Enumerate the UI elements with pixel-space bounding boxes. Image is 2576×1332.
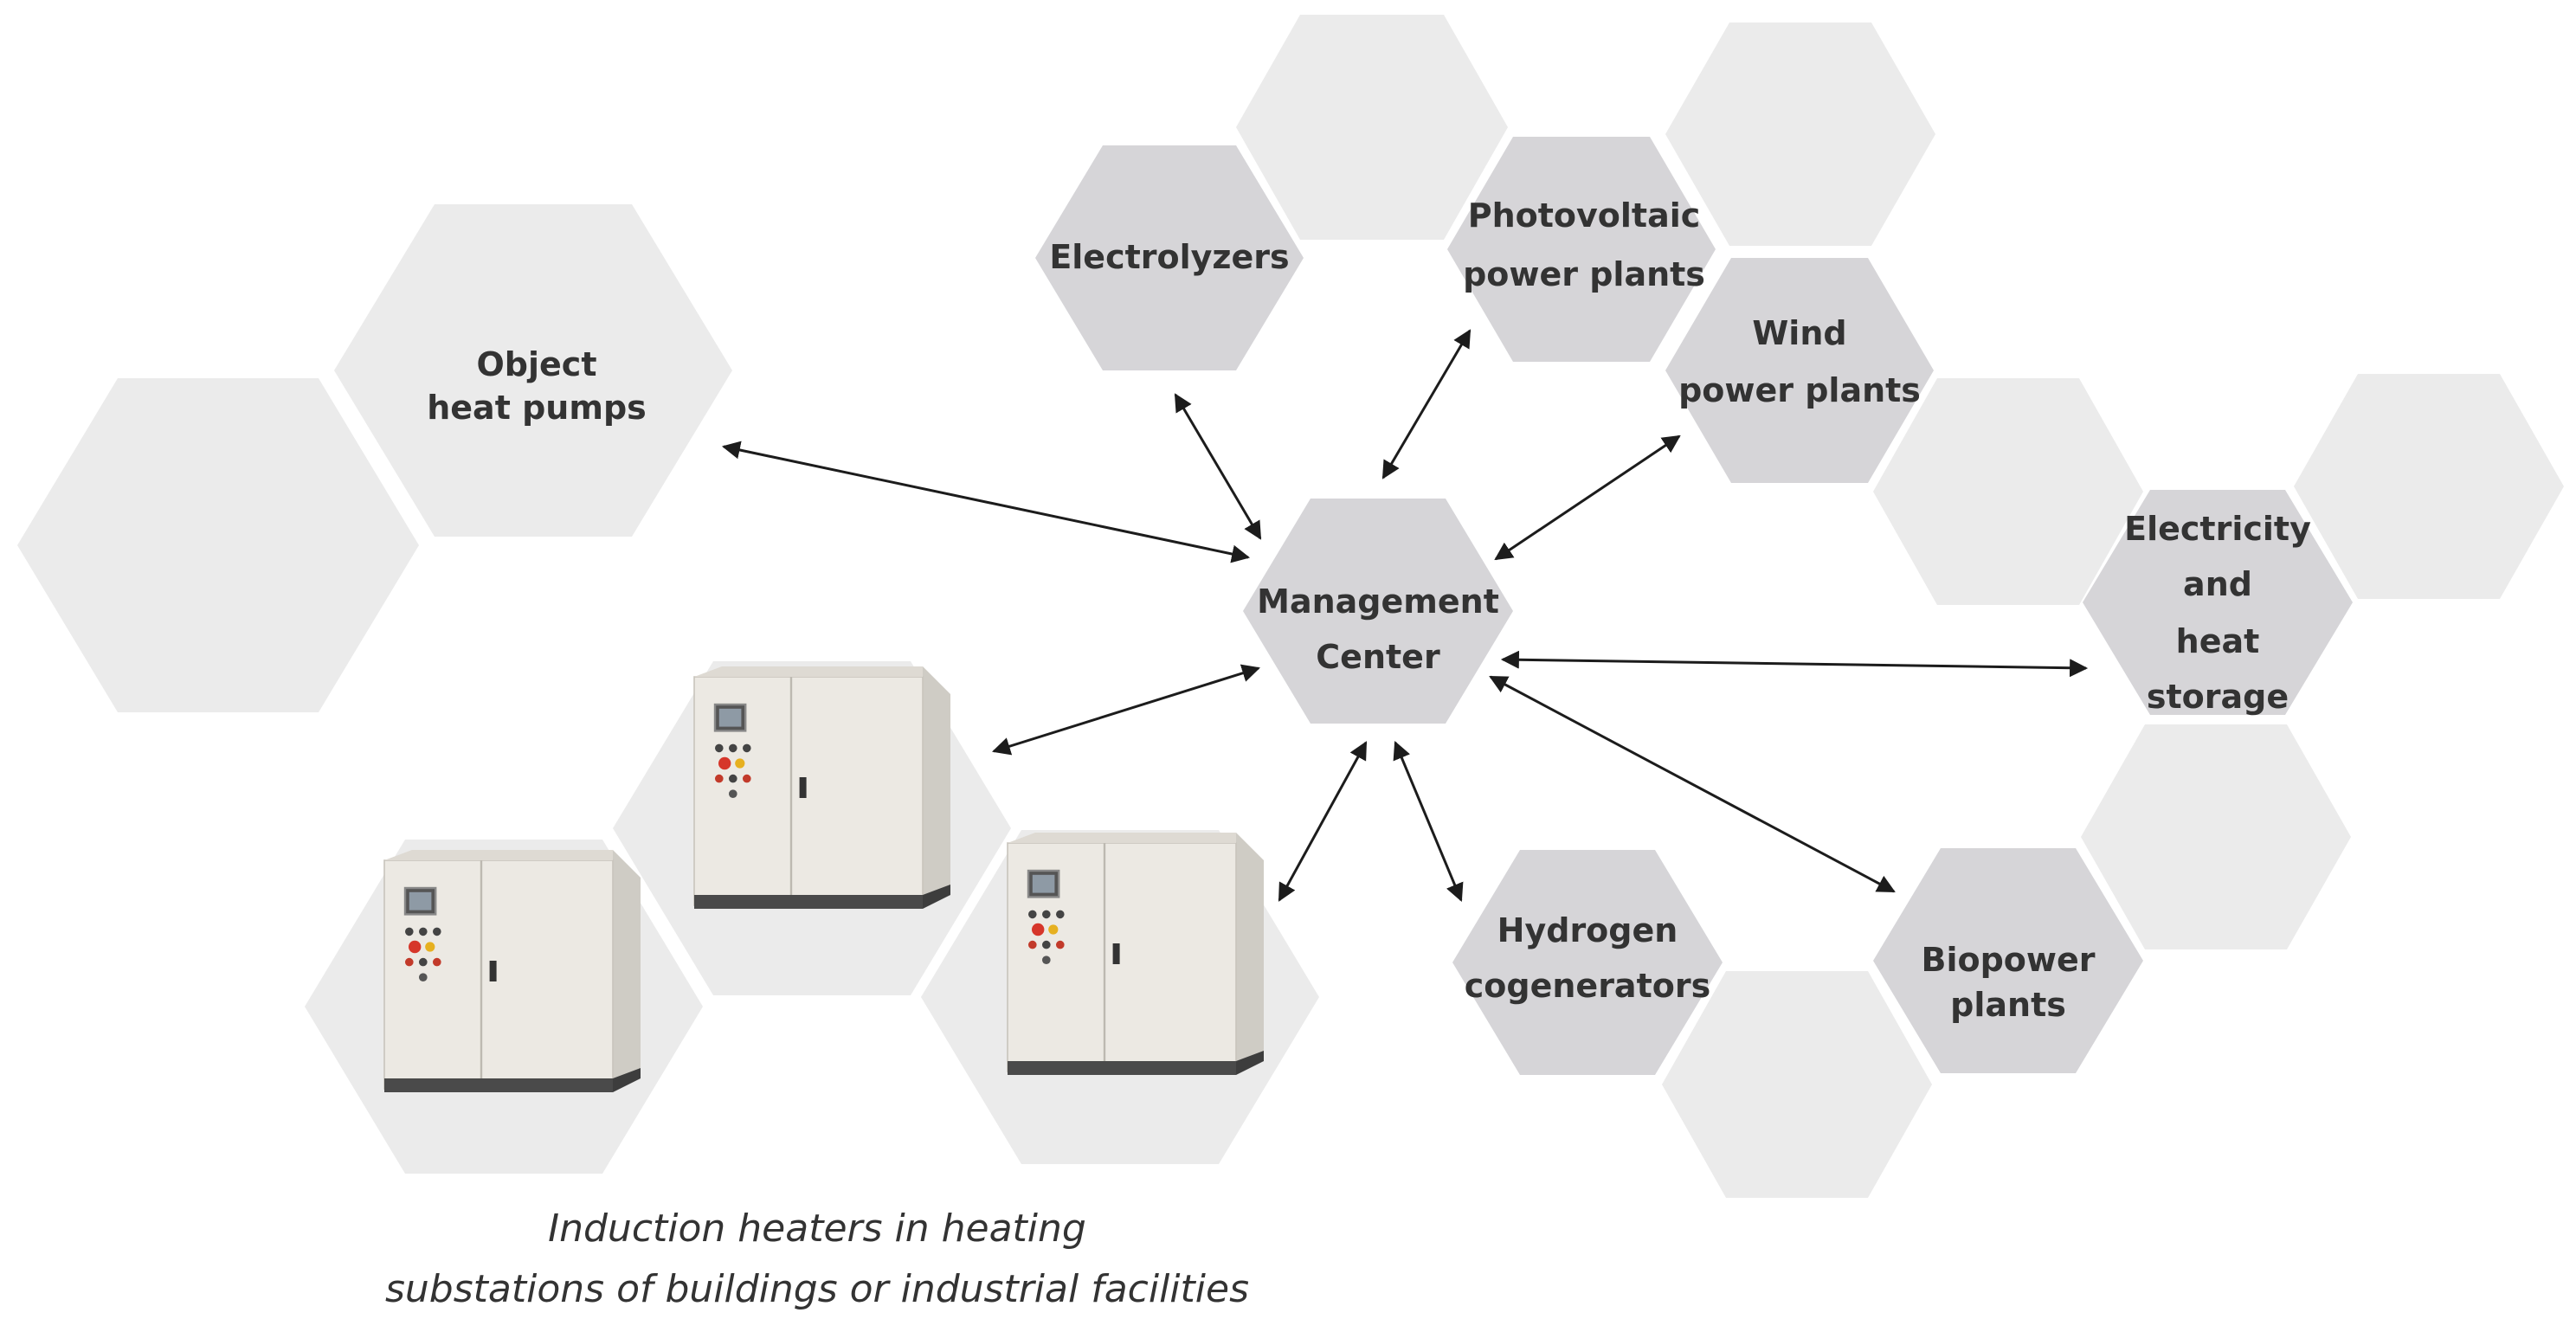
biopower-label-line2: plants	[1950, 986, 2066, 1024]
bg-hex-far-left	[17, 378, 419, 712]
hydrogen-label-line2: cogenerators	[1465, 967, 1710, 1005]
arrow-center-cabinet-right	[1278, 741, 1368, 902]
management-center-label-line2: Center	[1316, 638, 1440, 676]
induction-heater-cabinet-right	[1006, 831, 1265, 1077]
bg-hex-right-lower	[2081, 724, 2351, 949]
storage-label-line2: and	[2183, 565, 2252, 603]
bg-hex-top-center	[1236, 15, 1508, 240]
arrow-center-photovoltaic	[1381, 329, 1472, 479]
bg-hex-bottom-center	[1662, 971, 1932, 1198]
caption: Induction heaters in heating substations…	[385, 1207, 1249, 1311]
arrow-center-hydrogen	[1393, 741, 1464, 902]
management-center-hex	[1243, 499, 1513, 724]
photovoltaic-hex	[1447, 137, 1716, 362]
connector-arrows	[721, 329, 2089, 902]
node-wind: Wind power plants	[1665, 258, 1934, 483]
bg-hex-right-middle	[1873, 378, 2143, 605]
arrow-center-heat-pumps	[721, 441, 1251, 563]
heat-pumps-hex	[334, 204, 732, 537]
heat-pumps-label-line1: Object	[477, 345, 597, 383]
bg-hex-top-right	[1665, 23, 1935, 246]
node-management-center: Management Center	[1243, 499, 1513, 724]
node-heat-pumps: Object heat pumps	[334, 204, 732, 537]
photovoltaic-label-line2: power plants	[1463, 255, 1705, 293]
node-storage: Electricity and heat storage	[2083, 490, 2353, 716]
induction-heater-cabinet-middle	[692, 665, 952, 911]
wind-label-line1: Wind	[1752, 314, 1846, 352]
storage-hex	[2083, 490, 2353, 715]
hydrogen-hex	[1452, 850, 1723, 1075]
node-hydrogen: Hydrogen cogenerators	[1452, 850, 1723, 1075]
biopower-label-line1: Biopower	[1921, 941, 2095, 979]
wind-label-line2: power plants	[1678, 371, 1921, 409]
node-photovoltaic: Photovoltaic power plants	[1447, 137, 1716, 362]
management-center-label-line1: Management	[1257, 582, 1499, 621]
arrow-center-wind	[1494, 434, 1681, 561]
photovoltaic-label-line1: Photovoltaic	[1468, 196, 1701, 235]
arrow-center-cabinet-middle	[991, 664, 1261, 756]
storage-label-line3: heat	[2176, 622, 2260, 660]
wind-hex	[1665, 258, 1934, 483]
caption-line1: Induction heaters in heating	[548, 1207, 1086, 1251]
storage-label-line4: storage	[2147, 678, 2289, 716]
heat-pumps-label-line2: heat pumps	[427, 389, 647, 427]
arrow-center-biopower	[1489, 675, 1896, 893]
node-electrolyzers: Electrolyzers	[1035, 145, 1304, 370]
electrolyzers-label: Electrolyzers	[1049, 238, 1289, 276]
node-biopower: Biopower plants	[1873, 848, 2143, 1073]
storage-label-line1: Electricity	[2124, 510, 2311, 548]
caption-line2: substations of buildings or industrial f…	[385, 1267, 1249, 1311]
induction-heater-cabinet-left	[383, 848, 642, 1094]
bg-hex-far-right	[2294, 374, 2564, 599]
arrow-center-electrolyzers	[1174, 393, 1262, 540]
hydrogen-label-line1: Hydrogen	[1497, 911, 1678, 949]
arrow-center-storage	[1500, 650, 2089, 678]
biopower-hex	[1873, 848, 2143, 1073]
electrolyzers-hex	[1035, 145, 1304, 370]
